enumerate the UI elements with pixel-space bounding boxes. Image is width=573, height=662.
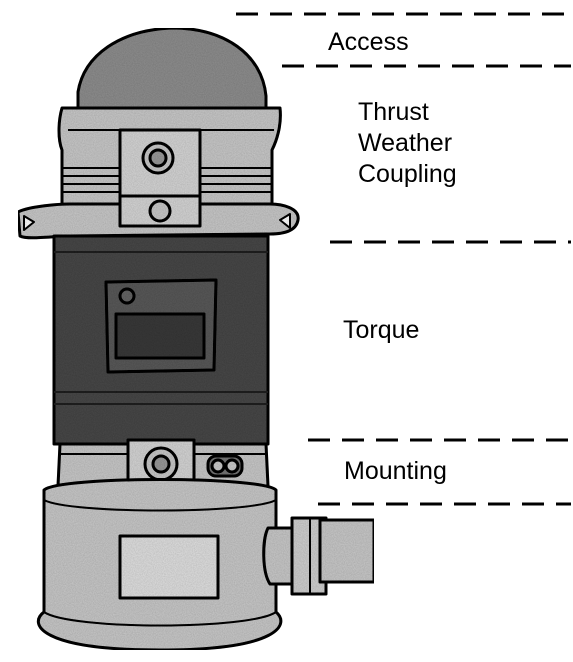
bolt-icon	[148, 199, 172, 223]
separator-lines	[236, 12, 571, 506]
screw-icon	[118, 287, 136, 305]
actuator-drawing	[16, 26, 376, 652]
label-thrust: Thrust	[358, 98, 429, 126]
port-cap	[318, 518, 376, 584]
label-weather: Weather	[358, 129, 453, 157]
dome-cap	[76, 26, 268, 110]
label-access: Access	[328, 28, 409, 56]
label-group-upper: Thrust Weather Coupling	[358, 97, 457, 190]
label-coupling: Coupling	[358, 160, 457, 188]
label-torque: Torque	[343, 316, 420, 344]
nameplate	[118, 534, 220, 600]
side-port	[262, 526, 296, 586]
cap-ribs	[62, 167, 272, 193]
label-mounting: Mounting	[344, 457, 447, 485]
